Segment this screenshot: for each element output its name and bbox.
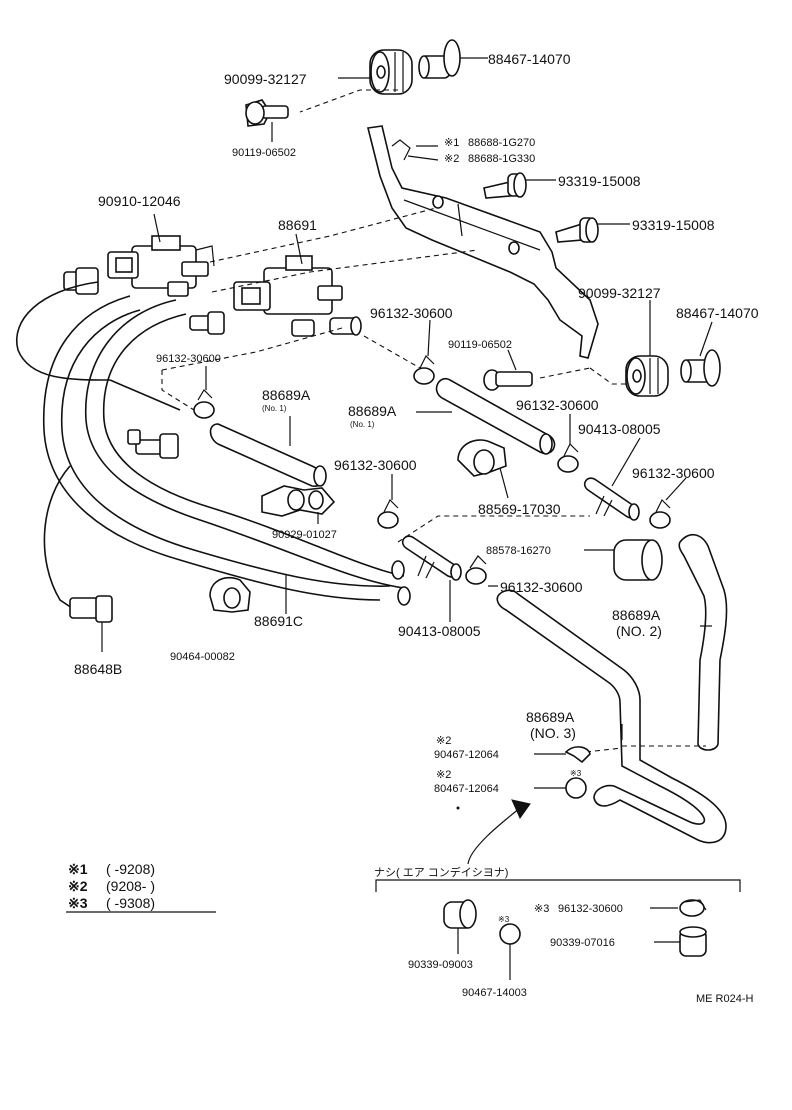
grommet-top: [369, 49, 413, 95]
label-96132-30600-e: 96132-30600: [632, 465, 715, 481]
clamp-f: [465, 555, 487, 585]
clamp-b: [193, 389, 215, 419]
label-88691: 88691: [278, 217, 317, 233]
legend-mark-3: ※3: [68, 895, 88, 911]
label-88578-16270: 88578-16270: [486, 545, 551, 557]
screw-a: [483, 172, 527, 199]
label-bracket-2: 88688-1G330: [468, 153, 535, 165]
clip-80467-12064: [565, 777, 587, 799]
mark-80467-12064: ※2: [436, 769, 451, 781]
label-96132-30600-a: 96132-30600: [370, 305, 453, 321]
clamp-e: [649, 498, 671, 529]
label-90467-14003: 90467-14003: [462, 987, 527, 999]
label-90929-01027: 90929-01027: [272, 529, 337, 541]
label-88689a-no3-sub: (NO. 3): [530, 725, 576, 741]
label-bracket-1: 88688-1G270: [468, 137, 535, 149]
screw-b: [555, 217, 599, 243]
label-90339-09003: 90339-09003: [408, 959, 473, 971]
label-88689a-no2: 88689A: [612, 607, 661, 623]
label-88467-14070-top: 88467-14070: [488, 51, 571, 67]
label-90339-07016: 90339-07016: [550, 937, 615, 949]
label-90099-32127-top: 90099-32127: [224, 71, 307, 87]
clip-90464: [209, 576, 251, 613]
collar-right: [680, 349, 721, 387]
vsv-88691: [233, 255, 362, 337]
union-90929: [261, 485, 336, 517]
clip-88569: [457, 439, 507, 477]
clamp-c: [557, 442, 579, 473]
clip-90467-12064-a: [564, 746, 591, 764]
collar-top: [418, 39, 461, 79]
hose-88689a-mid: [435, 377, 556, 455]
label-93319-15008-b: 93319-15008: [632, 217, 715, 233]
cap-90339-07016: [679, 926, 707, 957]
tee-fitting: [127, 429, 179, 459]
label-90119-06502-mid: 90119-06502: [448, 339, 512, 351]
reference-code: ME R024-H: [696, 993, 754, 1005]
label-90119-06502-top: 90119-06502: [232, 147, 296, 159]
label-88689a-left: 88689A: [262, 387, 311, 403]
bolt-top: [245, 99, 289, 127]
grommet-right: [625, 355, 669, 397]
label-88689a-mid: 88689A: [348, 403, 397, 419]
connector-small: [189, 311, 225, 335]
label-88689a-no3: 88689A: [526, 709, 575, 725]
label-88691c: 88691C: [254, 613, 303, 629]
hose-88689a-left: [209, 423, 327, 487]
vsv-left: [107, 235, 215, 297]
cap-88578: [613, 539, 663, 581]
clamp-96132-30600-g: [679, 899, 707, 917]
label-88689a-left-sub: (No. 1): [262, 404, 287, 413]
label-96132-30600-g: 96132-30600: [558, 903, 623, 915]
label-88689a-no2-sub: (NO. 2): [616, 623, 662, 639]
bracket-mark-1: ※1: [444, 137, 459, 149]
label-96132-30600-b: 96132-30600: [156, 353, 221, 365]
label-90099-32127-right: 90099-32127: [578, 285, 661, 301]
cap-90339-09003: [443, 899, 477, 929]
hose-88689a-no2: [678, 534, 728, 751]
arrow-up: [467, 799, 531, 865]
tag-80467-12064: ※3: [570, 769, 582, 778]
label-88648b: 88648B: [74, 661, 122, 677]
legend-mark-1: ※1: [68, 861, 88, 877]
hose-88689a-no3: [496, 589, 727, 844]
bracket: [367, 125, 599, 359]
clamp-a: [413, 354, 435, 385]
label-88569-17030: 88569-17030: [478, 501, 561, 517]
clip-90467-14003: [499, 923, 521, 945]
bolt-mid: [483, 369, 533, 391]
label-90910-12046: 90910-12046: [98, 193, 181, 209]
tag-90467-14003: ※3: [498, 915, 510, 924]
label-90413-08005-bot: 90413-08005: [398, 623, 481, 639]
connector-88648b: [69, 595, 113, 623]
label-90467-12064-a: 90467-12064: [434, 749, 499, 761]
label-80467-12064: 80467-12064: [434, 783, 499, 795]
connector-top-left: [63, 267, 99, 295]
label-93319-15008-a: 93319-15008: [558, 173, 641, 189]
hose-bundle-left: [15, 281, 405, 609]
mark-90467-12064-a: ※2: [436, 735, 451, 747]
pipe-90413-bottom: [401, 535, 462, 581]
clamp-d: [377, 498, 399, 529]
pipe-90413-top: [583, 477, 640, 521]
label-88689a-mid-sub: (No. 1): [350, 420, 375, 429]
bracket-mark-2: ※2: [444, 153, 459, 165]
label-90413-08005-top: 90413-08005: [578, 421, 661, 437]
legend-value-3: ( -9308): [106, 895, 155, 911]
label-88467-14070-right: 88467-14070: [676, 305, 759, 321]
legend-value-2: (9208- ): [106, 878, 155, 894]
legend-value-1: ( -9208): [106, 861, 155, 877]
label-96132-30600-d: 96132-30600: [334, 457, 417, 473]
label-90464-00082: 90464-00082: [170, 651, 235, 663]
label-96132-30600-f: 96132-30600: [500, 579, 583, 595]
note-no-ac: ナシ( エア コンデイシヨナ): [374, 865, 508, 879]
mark-96132-30600-g: ※3: [534, 903, 549, 915]
label-96132-30600-c: 96132-30600: [516, 397, 599, 413]
legend-mark-2: ※2: [68, 878, 88, 894]
